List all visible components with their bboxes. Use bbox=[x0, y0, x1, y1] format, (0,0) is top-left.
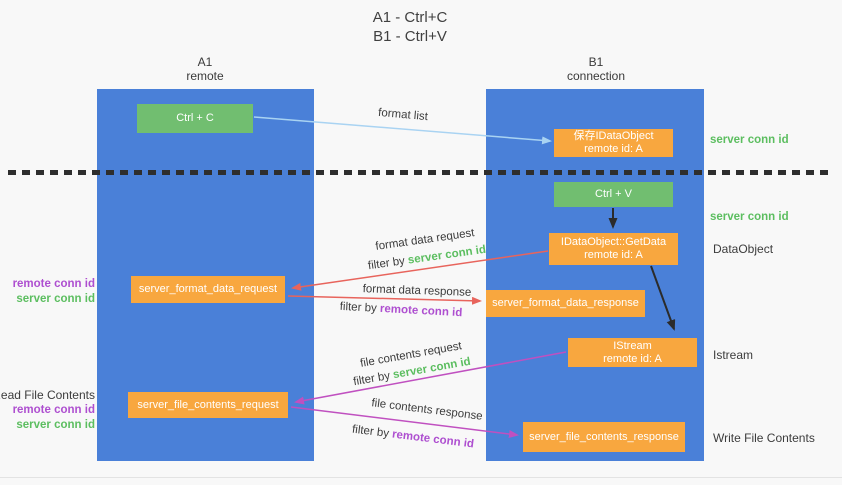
getdata-line1: IDataObject::GetData bbox=[560, 236, 667, 248]
server-format-data-response-label: server_format_data_response bbox=[492, 297, 639, 309]
right-server-conn-id-1: server conn id bbox=[710, 134, 789, 146]
server-file-contents-response-box: server_file_contents_response bbox=[523, 422, 685, 452]
server-format-data-request-label: server_format_data_request bbox=[138, 283, 278, 295]
save-dataobject-box: 保存IDataObject remote id: A bbox=[554, 129, 673, 157]
title-line-1: A1 - Ctrl+C bbox=[372, 9, 448, 26]
istream-annotation: Istream bbox=[713, 348, 754, 362]
remote-conn-id-text: remote conn id bbox=[379, 302, 463, 320]
left-remote-conn-id: remote conn id bbox=[12, 278, 95, 290]
left-conn-id-annotation: remote conn id server conn id bbox=[13, 277, 95, 307]
right-server-conn-id-2: server conn id bbox=[710, 211, 789, 223]
column-header-a1-role: remote bbox=[186, 69, 224, 83]
column-header-a1-name: A1 bbox=[197, 55, 213, 69]
bottom-hairline bbox=[0, 477, 842, 478]
write-file-contents-annotation: Write File Contents bbox=[713, 431, 815, 445]
istream-box: IStream remote id: A bbox=[568, 338, 697, 367]
column-header-b1: B1 connection bbox=[567, 55, 625, 83]
phase-divider-dotted-line bbox=[8, 170, 828, 175]
save-dataobject-line2: remote id: A bbox=[584, 143, 643, 155]
ctrl-v-label: Ctrl + V bbox=[595, 188, 632, 200]
column-header-a1: A1 remote bbox=[186, 55, 223, 83]
left-remote-conn-id-2: remote conn id bbox=[12, 404, 95, 416]
server-format-data-request-box: server_format_data_request bbox=[131, 276, 285, 303]
ctrl-c-box: Ctrl + C bbox=[137, 104, 253, 133]
istream-line1: IStream bbox=[613, 339, 652, 352]
filter-by-text: filter by bbox=[351, 423, 393, 441]
file-response-filter-label: filter by remote conn id bbox=[351, 424, 474, 451]
server-conn-id-text: server conn id bbox=[407, 243, 487, 267]
getdata-box: IDataObject::GetData remote id: A bbox=[549, 233, 678, 265]
filter-by-text: filter by bbox=[339, 300, 381, 315]
read-file-contents-label: Read File Contents bbox=[0, 388, 95, 402]
getdata-line2: remote id: A bbox=[584, 249, 643, 261]
save-dataobject-line1: 保存IDataObject bbox=[573, 130, 654, 142]
server-file-contents-request-box: server_file_contents_request bbox=[128, 392, 288, 418]
file-contents-response-label: file contents response bbox=[370, 397, 484, 423]
read-file-contents-annotation: Read File Contents remote conn id server… bbox=[0, 388, 95, 433]
title-line-2: B1 - Ctrl+V bbox=[373, 28, 447, 45]
left-server-conn-id-2: server conn id bbox=[16, 419, 95, 431]
server-file-contents-response-label: server_file_contents_response bbox=[529, 430, 679, 443]
left-server-conn-id: server conn id bbox=[16, 293, 95, 305]
filter-by-text: filter by bbox=[352, 369, 395, 389]
remote-conn-id-text: remote conn id bbox=[391, 428, 475, 451]
format-list-label: format list bbox=[377, 106, 429, 124]
column-header-b1-role: connection bbox=[566, 69, 626, 83]
istream-line2: remote id: A bbox=[603, 352, 662, 365]
filter-by-text: filter by bbox=[367, 254, 409, 273]
format-response-filter-label: filter by remote conn id bbox=[339, 301, 462, 319]
ctrl-c-label: Ctrl + C bbox=[176, 112, 214, 124]
server-format-data-response-box: server_format_data_response bbox=[486, 290, 645, 317]
column-header-b1-name: B1 bbox=[588, 55, 604, 69]
diagram-title: A1 - Ctrl+C B1 - Ctrl+V bbox=[373, 8, 448, 46]
ctrl-v-box: Ctrl + V bbox=[554, 182, 673, 207]
server-file-contents-request-label: server_file_contents_request bbox=[137, 398, 279, 411]
format-data-response-label: format data response bbox=[362, 283, 472, 299]
dataobject-annotation: DataObject bbox=[713, 242, 774, 256]
